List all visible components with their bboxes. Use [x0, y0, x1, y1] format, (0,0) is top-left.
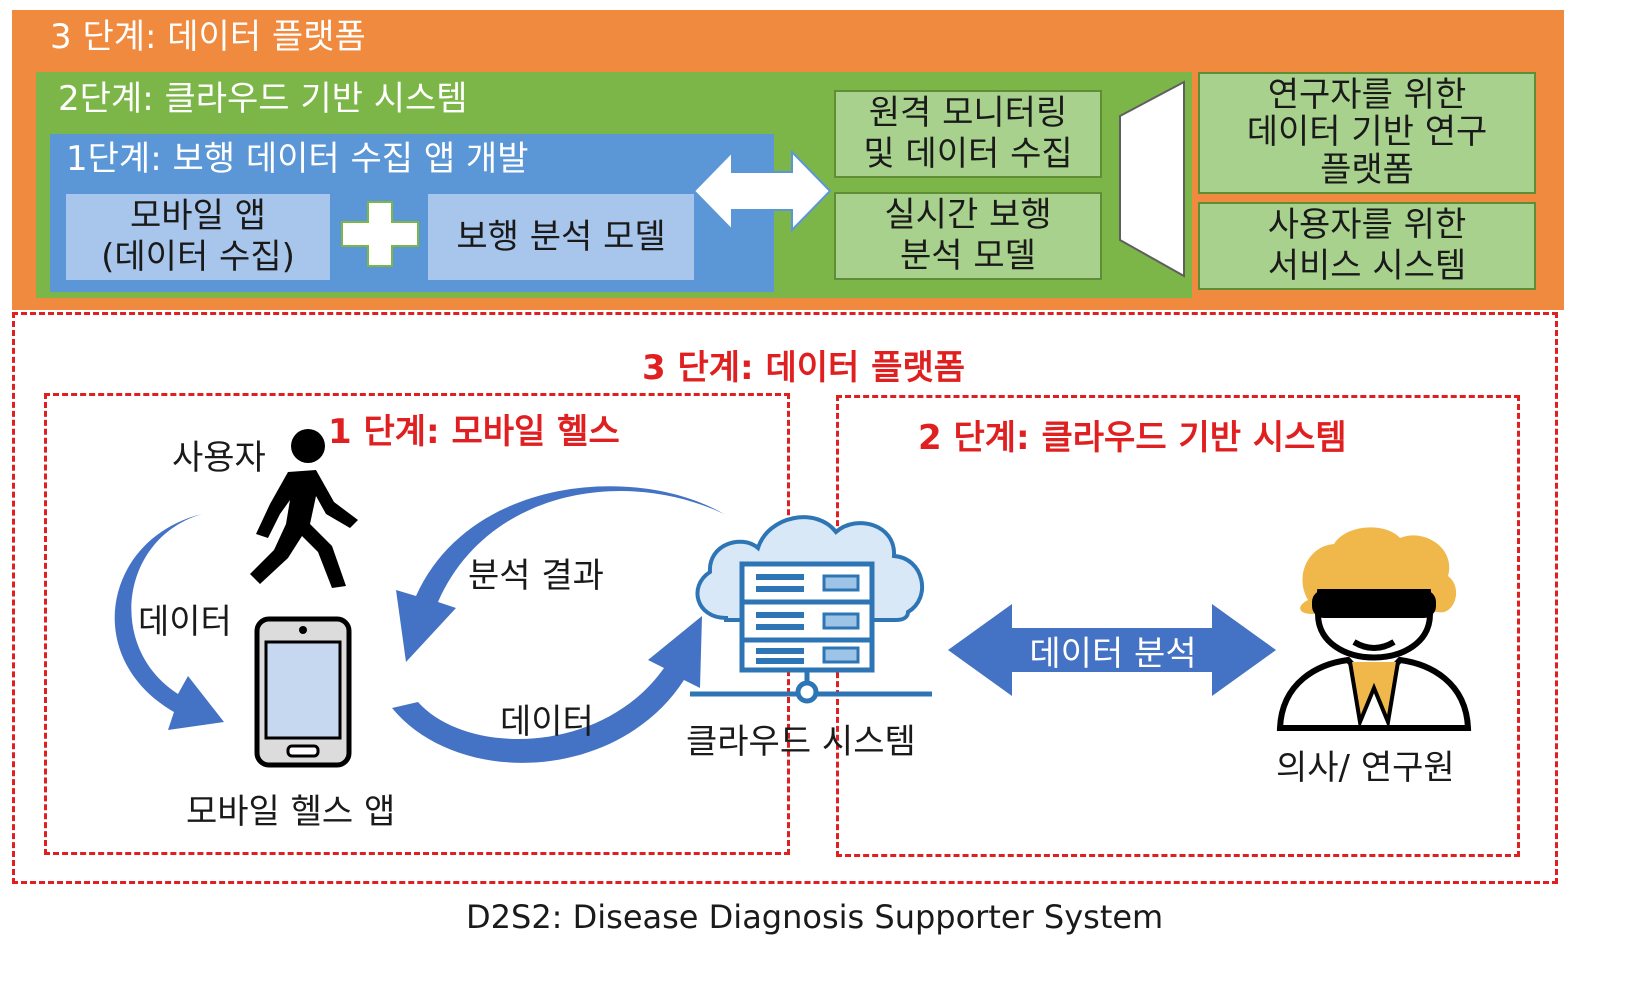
data-analysis-label: 데이터 분석: [1029, 633, 1197, 674]
mobile-app-line1: 모바일 앱: [130, 196, 266, 237]
funnel-shape: [1119, 80, 1185, 278]
smartphone-icon: [254, 616, 352, 768]
remote-line2: 및 데이터 수집: [863, 134, 1073, 174]
stage3-label: 3 단계: 데이터 플랫폼: [642, 348, 966, 388]
caption: D2S2: Disease Diagnosis Supporter System: [466, 898, 1164, 936]
left-curved-arrow: [114, 514, 224, 730]
service-line1: 사용자를 위한: [1267, 205, 1467, 246]
data-middle-label: 데이터: [500, 702, 594, 742]
research-line1: 연구자를 위한: [1267, 74, 1467, 115]
research-line2: 데이터 기반 연구: [1246, 112, 1488, 153]
double-arrow-icon: [692, 149, 832, 233]
data-analysis-double-arrow: [948, 604, 1276, 696]
doctor-researcher-label: 의사/ 연구원: [1276, 748, 1455, 788]
stage1-label: 1 단계: 모바일 헬스: [328, 412, 620, 452]
stage3-dashed-frame: [12, 312, 1558, 884]
service-system-box: 사용자를 위한 서비스 시스템: [1198, 202, 1536, 290]
user-label: 사용자: [172, 438, 266, 478]
cloud-server-icon: [690, 515, 932, 704]
stage3-title: 3 단계: 데이터 플랫폼: [50, 17, 366, 57]
upper-curved-arrow: [396, 486, 724, 662]
lower-curved-arrow: [392, 616, 702, 763]
stage1-title: 1단계: 보행 데이터 수집 앱 개발: [66, 139, 529, 179]
stage2-label: 2 단계: 클라우드 기반 시스템: [918, 418, 1347, 458]
stage2-title: 2단계: 클라우드 기반 시스템: [58, 79, 468, 119]
research-line3: 플랫폼: [1320, 149, 1414, 190]
mobile-app-box: 모바일 앱 (데이터 수집): [66, 194, 330, 280]
cloud-system-label: 클라우드 시스템: [686, 722, 916, 762]
research-platform-box: 연구자를 위한 데이터 기반 연구 플랫폼: [1198, 72, 1536, 194]
remote-monitoring-box: 원격 모니터링 및 데이터 수집: [834, 90, 1102, 178]
gait-model-label: 보행 분석 모델: [456, 216, 666, 257]
plus-icon: [341, 201, 419, 267]
researcher-icon: [1276, 527, 1472, 731]
remote-line1: 원격 모니터링: [868, 93, 1068, 134]
realtime-model-box: 실시간 보행 분석 모델: [834, 192, 1102, 280]
walking-person-icon: [250, 429, 358, 588]
analysis-result-label: 분석 결과: [468, 556, 604, 596]
mobile-app-line2: (데이터 수집): [101, 237, 295, 277]
mobile-health-app-label: 모바일 헬스 앱: [186, 792, 396, 832]
data-left-label: 데이터: [138, 602, 232, 642]
gait-model-box: 보행 분석 모델: [428, 194, 694, 280]
service-line2: 서비스 시스템: [1267, 246, 1467, 286]
realtime-line1: 실시간 보행: [884, 195, 1052, 236]
realtime-line2: 분석 모델: [900, 236, 1036, 276]
